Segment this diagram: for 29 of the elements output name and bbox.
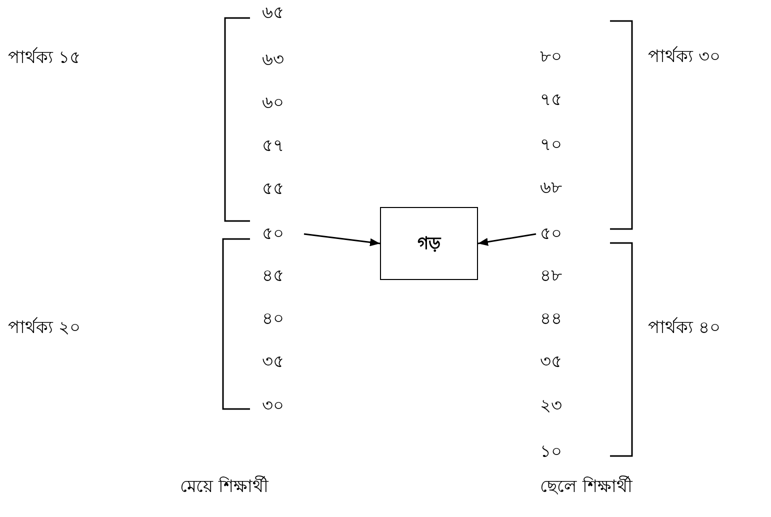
difference-label: পার্থক্য ২০ bbox=[8, 317, 80, 339]
value-text: ৭০ bbox=[540, 134, 562, 156]
group-caption: মেয়ে শিক্ষার্থী bbox=[180, 476, 268, 498]
value-text: ৩০ bbox=[262, 395, 284, 417]
difference-label: পার্থক্য ৩০ bbox=[648, 46, 720, 68]
value-text: ৩৫ bbox=[540, 351, 562, 373]
difference-label: পার্থক্য ১৫ bbox=[8, 47, 80, 69]
value-text: ১০ bbox=[540, 441, 562, 463]
value-text: ৬০ bbox=[262, 92, 284, 114]
value-text: ৪৮ bbox=[540, 265, 562, 287]
value-text: ৫৭ bbox=[262, 135, 284, 157]
value-text: ৬৮ bbox=[540, 177, 562, 199]
value-text: ৫৫ bbox=[262, 178, 284, 200]
process-box: গড় bbox=[380, 207, 478, 280]
value-text: ৬৫ bbox=[262, 2, 284, 24]
difference-label: পার্থক্য ৪০ bbox=[648, 317, 720, 339]
value-text: ৮০ bbox=[540, 46, 562, 68]
value-text: ৫০ bbox=[262, 222, 300, 246]
arrow bbox=[304, 233, 380, 246]
value-text: ৫০ bbox=[540, 222, 578, 246]
value-text: ৪৫ bbox=[262, 265, 284, 287]
value-text: ৪০ bbox=[262, 308, 284, 330]
group-caption: ছেলে শিক্ষার্থী bbox=[540, 476, 632, 498]
value-text: ২৩ bbox=[540, 395, 562, 417]
arrow bbox=[478, 233, 536, 246]
value-text: ৪৪ bbox=[540, 308, 562, 330]
value-text: ৩৫ bbox=[262, 351, 284, 373]
value-text: ৭৫ bbox=[540, 89, 562, 111]
value-text: ৬৩ bbox=[262, 49, 284, 71]
